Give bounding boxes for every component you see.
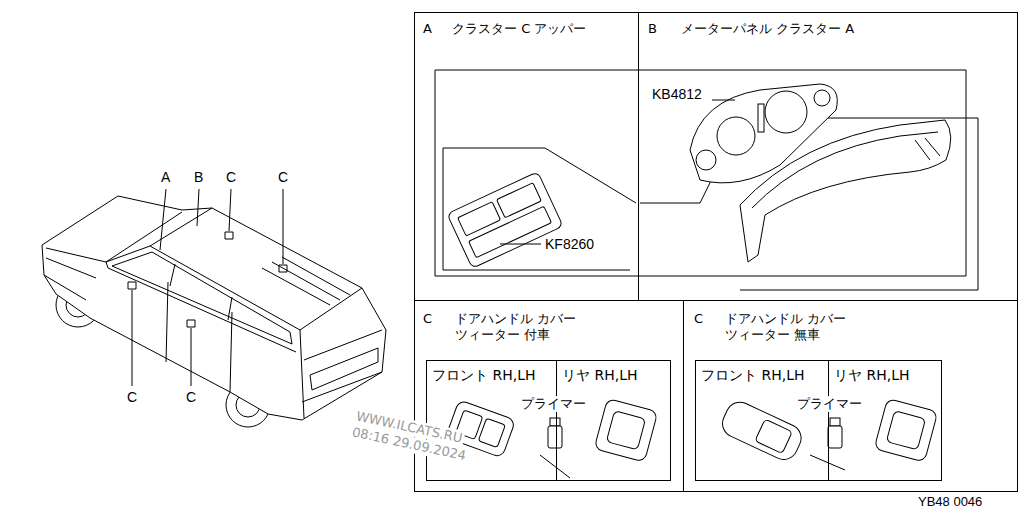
- part-number: KB4812: [652, 86, 702, 102]
- callout-letter: C: [278, 169, 288, 185]
- callout-letter: C: [226, 169, 236, 185]
- part-number: KF8260: [545, 236, 594, 252]
- primer-brush: [540, 455, 570, 478]
- callout-letter: B: [194, 169, 203, 185]
- section-letter: B: [648, 21, 657, 37]
- car-illustration: [42, 189, 386, 427]
- cluster-a-part: [740, 120, 951, 262]
- callout-letter: C: [127, 389, 137, 405]
- tweeter-mark: [225, 232, 233, 239]
- table-cell: フロント RH,LH: [426, 360, 557, 481]
- primer-bottle: [548, 426, 562, 448]
- cell-heading: リヤ RH,LH: [562, 367, 637, 383]
- section-letter: C: [423, 311, 432, 327]
- part-outline: [447, 172, 563, 269]
- part-name: プライマー: [795, 396, 864, 412]
- section-title: ドアハンドル カバー ツィーター 付車: [455, 311, 590, 343]
- group-frame: [640, 118, 978, 290]
- door-handle-cover: [874, 398, 938, 462]
- leader-lines: [132, 189, 283, 386]
- gauge-opening: [696, 150, 716, 170]
- table-cell: リヤ RH,LH: [556, 360, 671, 481]
- frame-lines: [435, 70, 978, 290]
- cover-outline: [874, 398, 938, 462]
- part-name: プライマー: [519, 396, 588, 412]
- door-handle-mark: [187, 320, 195, 327]
- tweeter-mark: [279, 265, 287, 272]
- group-frame: [435, 70, 966, 276]
- section-letter: C: [694, 311, 703, 327]
- callout-letter: A: [161, 169, 170, 185]
- part-opening: [469, 206, 552, 257]
- section-panel: B メーターパネル クラスター A: [638, 12, 1018, 301]
- gauge-opening: [717, 117, 755, 155]
- cover-opening: [478, 418, 505, 447]
- section-title: メーターパネル クラスター A: [681, 21, 1001, 37]
- cover-opening: [886, 411, 925, 450]
- section-letter: A: [423, 21, 432, 37]
- section-panel: A クラスター C アッパー: [414, 12, 639, 301]
- primer-cap: [830, 418, 840, 426]
- parts-illustration: [446, 84, 951, 478]
- cluster-upper-part: [447, 172, 563, 269]
- diagram-code: YB48 0046: [918, 494, 982, 510]
- car-body: [42, 196, 386, 420]
- group-frame: [443, 148, 636, 270]
- car-details: [44, 208, 382, 418]
- section-title: ドアハンドル カバー ツィーター 無車: [725, 311, 860, 343]
- cell-heading: リヤ RH,LH: [834, 367, 909, 383]
- gauge-opening: [765, 91, 807, 133]
- leader-line: [500, 244, 541, 245]
- cover-outline: [718, 398, 806, 464]
- callout-letter: C: [186, 389, 196, 405]
- cell-heading: フロント RH,LH: [701, 367, 804, 383]
- door-handle-cover: [594, 398, 658, 462]
- cover-opening: [606, 411, 645, 450]
- table-cell: フロント RH,LH: [695, 360, 829, 481]
- section-title: クラスター C アッパー: [452, 21, 632, 37]
- cell-heading: フロント RH,LH: [432, 367, 535, 383]
- cluster-a-detail: [752, 132, 940, 208]
- cover-opening: [755, 419, 792, 453]
- cover-outline: [594, 398, 658, 462]
- primer-bottle: [828, 426, 842, 448]
- leader-line: [712, 100, 735, 101]
- gauge-opening: [758, 104, 764, 132]
- door-handle-mark: [128, 282, 136, 289]
- door-handle-cover: [718, 398, 806, 464]
- table-cell: リヤ RH,LH: [828, 360, 942, 481]
- primer-cap: [550, 418, 560, 426]
- gauge-opening: [814, 90, 830, 106]
